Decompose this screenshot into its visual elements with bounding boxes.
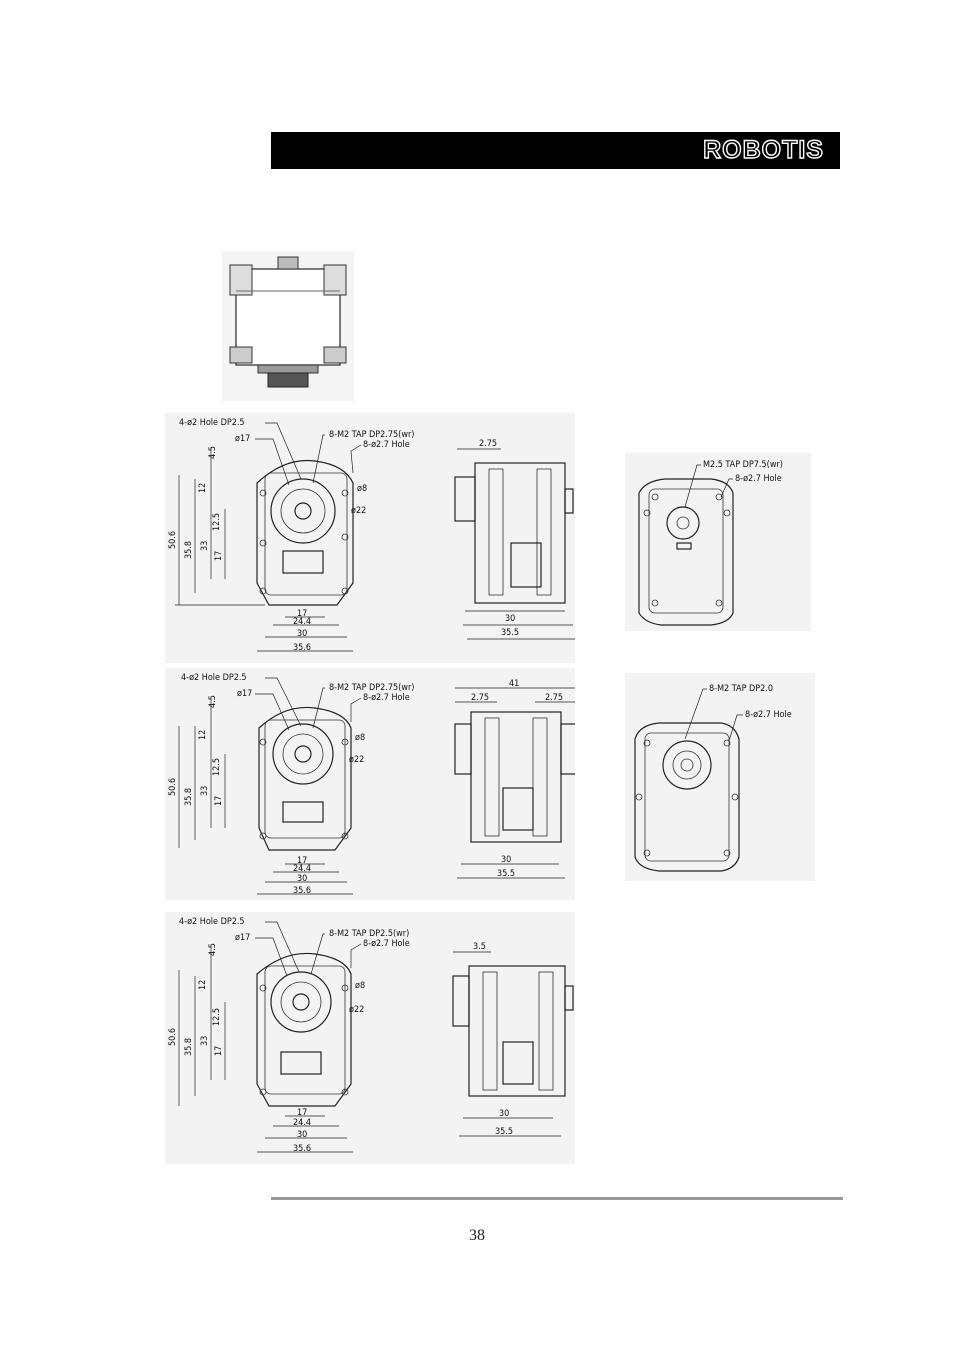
- svg-text:8-ø2.7 Hole: 8-ø2.7 Hole: [735, 474, 782, 484]
- servo-top-view: [222, 251, 354, 401]
- svg-text:4.5: 4.5: [208, 446, 218, 459]
- svg-text:8-ø2.7 Hole: 8-ø2.7 Hole: [363, 693, 410, 703]
- svg-text:12.5: 12.5: [212, 1008, 222, 1026]
- back-view-mid: 8-M2 TAP DP2.0 8-ø2.7 Hole: [625, 673, 815, 881]
- svg-text:4.5: 4.5: [208, 695, 218, 708]
- svg-text:3.5: 3.5: [473, 942, 486, 952]
- svg-text:24.4: 24.4: [293, 617, 311, 627]
- svg-text:8-M2 TAP DP2.0: 8-M2 TAP DP2.0: [709, 684, 773, 694]
- footer-rule: [271, 1197, 843, 1200]
- svg-text:30: 30: [297, 874, 307, 884]
- svg-text:8-M2 TAP DP2.75(wr): 8-M2 TAP DP2.75(wr): [329, 430, 414, 440]
- svg-text:12.5: 12.5: [212, 758, 222, 776]
- svg-text:17: 17: [214, 551, 224, 561]
- svg-text:12: 12: [198, 980, 208, 990]
- svg-text:35.8: 35.8: [184, 1038, 194, 1056]
- svg-text:4.5: 4.5: [208, 943, 218, 956]
- svg-text:35.6: 35.6: [293, 1144, 311, 1154]
- svg-text:17: 17: [214, 1046, 224, 1056]
- svg-text:17: 17: [297, 1108, 307, 1118]
- svg-text:ø8: ø8: [355, 733, 365, 743]
- front-view-top: 4-ø2 Hole DP2.5 ø17 8-M2 TAP DP2.75(wr) …: [165, 413, 575, 663]
- svg-text:50.6: 50.6: [168, 778, 178, 796]
- svg-text:2.75: 2.75: [479, 439, 497, 449]
- svg-text:ø22: ø22: [351, 506, 366, 516]
- svg-text:4-ø2 Hole DP2.5: 4-ø2 Hole DP2.5: [179, 418, 245, 428]
- svg-text:8-ø2.7 Hole: 8-ø2.7 Hole: [363, 939, 410, 949]
- svg-text:8-ø2.7 Hole: 8-ø2.7 Hole: [363, 440, 410, 450]
- svg-text:30: 30: [501, 855, 511, 865]
- back-view-top: M2.5 TAP DP7.5(wr) 8-ø2.7 Hole: [625, 453, 811, 631]
- svg-text:ø22: ø22: [349, 755, 364, 765]
- svg-text:24.4: 24.4: [293, 864, 311, 874]
- svg-text:12: 12: [198, 483, 208, 493]
- svg-text:ø8: ø8: [357, 484, 367, 494]
- svg-text:35.8: 35.8: [184, 541, 194, 559]
- svg-text:8-M2 TAP DP2.75(wr): 8-M2 TAP DP2.75(wr): [329, 683, 414, 693]
- svg-text:ø8: ø8: [355, 981, 365, 991]
- svg-text:35.8: 35.8: [184, 788, 194, 806]
- svg-text:17: 17: [297, 609, 307, 619]
- svg-text:35.5: 35.5: [495, 1127, 513, 1137]
- svg-text:M2.5 TAP DP7.5(wr): M2.5 TAP DP7.5(wr): [703, 460, 783, 470]
- svg-text:12: 12: [198, 730, 208, 740]
- header-bar: ROBOTIS: [271, 132, 840, 169]
- svg-text:33: 33: [200, 541, 210, 551]
- svg-text:4-ø2 Hole DP2.5: 4-ø2 Hole DP2.5: [179, 917, 245, 927]
- svg-text:4-ø2 Hole DP2.5: 4-ø2 Hole DP2.5: [181, 673, 247, 683]
- svg-text:35.6: 35.6: [293, 886, 311, 896]
- svg-text:2.75: 2.75: [471, 693, 489, 703]
- svg-text:24.4: 24.4: [293, 1118, 311, 1128]
- svg-text:35.6: 35.6: [293, 643, 311, 653]
- svg-text:33: 33: [200, 786, 210, 796]
- svg-text:ø22: ø22: [349, 1005, 364, 1015]
- page-number: 38: [469, 1227, 485, 1244]
- svg-text:17: 17: [214, 796, 224, 806]
- svg-text:8-M2 TAP DP2.5(wr): 8-M2 TAP DP2.5(wr): [329, 929, 409, 939]
- svg-text:33: 33: [200, 1036, 210, 1046]
- svg-text:50.6: 50.6: [168, 531, 178, 549]
- front-view-bottom: 4-ø2 Hole DP2.5 ø17 8-M2 TAP DP2.5(wr) 8…: [165, 912, 575, 1164]
- robotis-logo: ROBOTIS: [702, 135, 824, 164]
- svg-text:8-ø2.7 Hole: 8-ø2.7 Hole: [745, 710, 792, 720]
- svg-text:30: 30: [297, 1130, 307, 1140]
- svg-text:35.5: 35.5: [497, 869, 515, 879]
- svg-text:35.5: 35.5: [501, 628, 519, 638]
- svg-text:41: 41: [509, 679, 519, 689]
- svg-text:2.75: 2.75: [545, 693, 563, 703]
- svg-text:ø17: ø17: [235, 434, 250, 444]
- svg-text:17: 17: [297, 856, 307, 866]
- svg-text:12.5: 12.5: [212, 513, 222, 531]
- svg-text:30: 30: [297, 629, 307, 639]
- svg-text:ø17: ø17: [235, 933, 250, 943]
- front-view-mid: 4-ø2 Hole DP2.5 ø17 8-M2 TAP DP2.75(wr) …: [165, 668, 575, 900]
- svg-text:30: 30: [499, 1109, 509, 1119]
- svg-text:ø17: ø17: [237, 689, 252, 699]
- svg-text:30: 30: [505, 614, 515, 624]
- svg-text:50.6: 50.6: [168, 1028, 178, 1046]
